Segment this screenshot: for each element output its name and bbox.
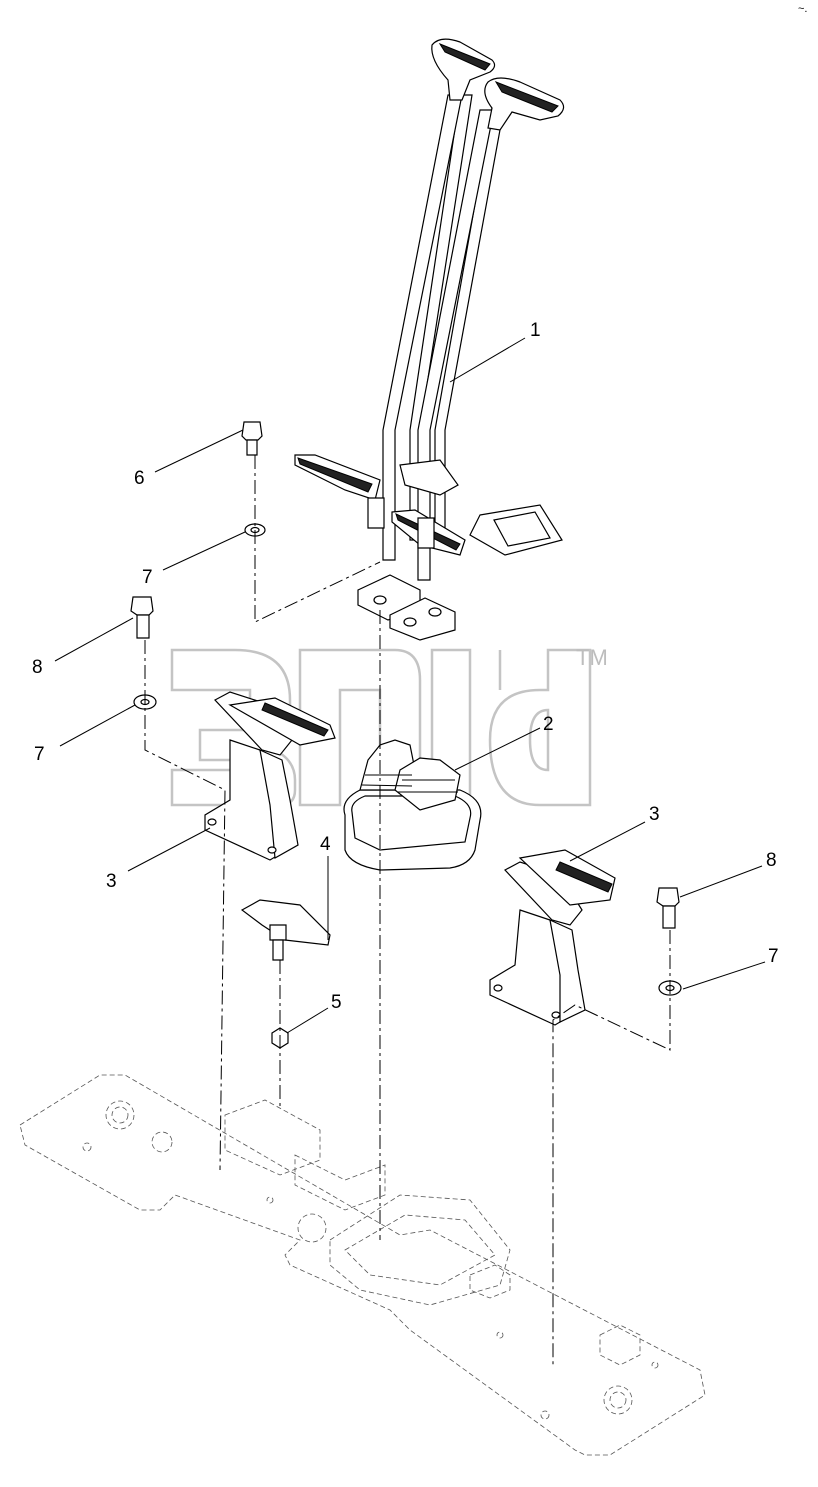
callout-3-left: 3 (106, 871, 117, 892)
rubber-boot (343, 739, 482, 871)
lever-assembly (294, 38, 565, 641)
callout-2: 2 (543, 714, 554, 735)
assembly-centerlines (144, 455, 671, 1365)
switch-plate (240, 899, 331, 961)
callout-3-right: 3 (649, 804, 660, 825)
callout-8-right: 8 (766, 850, 777, 871)
callout-5: 5 (331, 992, 342, 1013)
bolt-8-right (656, 887, 680, 929)
bolt-8-left (130, 596, 154, 639)
pedal-bracket-right (489, 849, 616, 1026)
callout-7-left: 7 (34, 744, 45, 765)
callout-6: 6 (134, 468, 145, 489)
callout-7-right: 7 (768, 946, 779, 967)
watermark-trademark: TM (576, 645, 608, 670)
callout-1: 1 (530, 320, 541, 341)
pedal-bracket-left (204, 691, 336, 861)
leader-lines (54, 337, 766, 1034)
corner-mark: ~. (798, 3, 807, 15)
callout-4: 4 (320, 834, 331, 855)
callout-8-left: 8 (32, 657, 43, 678)
bolt-6 (241, 421, 263, 456)
callout-7-top: 7 (142, 567, 153, 588)
base-plate (19, 1074, 706, 1456)
